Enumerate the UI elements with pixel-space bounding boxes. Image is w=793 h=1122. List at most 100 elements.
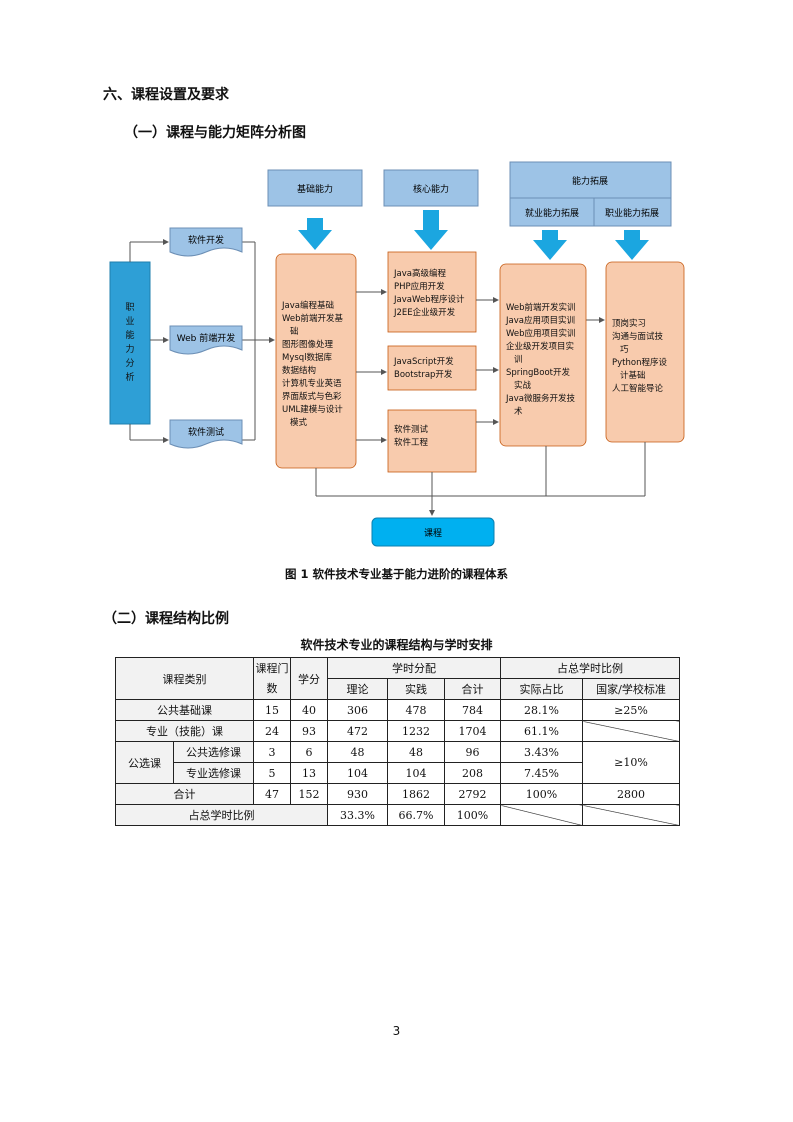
header-count-text: 课程门数 [255,661,289,695]
cell-standard: 2800 [582,783,680,805]
employment-course: 实战 [514,380,532,391]
core-course: Java高级编程 [393,268,446,279]
core-course: JavaWeb程序设计 [393,294,465,305]
core-course: J2EE企业级开发 [393,307,456,318]
header-ratio: 占总学时比例 [500,657,680,679]
career-course: 巧 [620,345,629,355]
doc-box-software-testing [169,419,243,449]
doc-box-web-frontend [169,325,243,355]
career-header [593,197,672,227]
basic-course: Java编程基础 [281,300,334,311]
core-course: Bootstrap开发 [394,369,453,380]
cell-actual: 7.45% [500,762,583,784]
cell-theory: 306 [327,699,388,721]
basic-course: UML建模与设计 [282,404,343,415]
cell-count: 24 [253,720,291,742]
career-course: Python程序设 [612,357,667,368]
cell-credits: 13 [290,762,328,784]
cell-standard-empty [582,720,680,742]
employment-label: 就业能力拓展 [525,207,579,219]
row-label: 专业（技能）课 [115,720,254,742]
table-title: 软件技术专业的课程结构与学时安排 [300,638,493,652]
table-row: 公选课 公共选修课 3 6 48 48 96 3.43% ≥10% [115,741,680,784]
row-label: 合计 [115,783,254,805]
cell-credits: 152 [290,783,328,805]
subsection-title-structure: （二）课程结构比例 [103,611,229,627]
header-standard: 国家/学校标准 [582,678,680,700]
page-number: 3 [392,1024,401,1038]
core-ability-header [383,169,479,207]
cell-standard: ≥10% [582,741,680,784]
core-course: 软件测试 [394,424,429,435]
table-row: 占总学时比例 33.3% 66.7% 100% [115,804,680,826]
figure-caption: 图 1 软件技术专业基于能力进阶的课程体系 [284,567,508,581]
header-practice: 实践 [387,678,445,700]
header-category: 课程类别 [115,657,254,700]
employment-course: Web前端开发实训 [506,302,576,313]
core-course: JavaScript开发 [393,356,454,367]
table-header-row: 课程类别 课程门数 学分 学时分配 占总学时比例 [115,657,680,700]
basic-course: 图形图像处理 [282,339,334,350]
cell-practice: 1862 [387,783,445,805]
cell-practice: 48 [387,741,445,763]
cell-standard-empty [582,804,680,826]
employment-courses-box [499,263,587,447]
career-course: 沟通与面试技 [612,331,664,342]
header-hours: 学时分配 [327,657,501,679]
career-analysis-char: 析 [125,371,134,383]
cell-actual: 61.1% [500,720,583,742]
header-count: 课程门数 [253,657,291,700]
cell-actual: 100% [500,783,583,805]
cell-credits: 6 [290,741,328,763]
cell-theory: 472 [327,720,388,742]
header-total: 合计 [444,678,501,700]
ability-extension-header [509,161,672,199]
down-arrow-icon [533,230,567,260]
down-arrows [298,210,649,260]
career-course: 计基础 [620,370,646,381]
subsection-title-matrix: （一）课程与能力矩阵分析图 [124,125,306,141]
core-course: 软件工程 [394,437,429,448]
row-group-label: 公选课 [115,741,174,784]
cell-theory: 930 [327,783,388,805]
cell-total: 96 [444,741,501,763]
career-analysis-char: 职 [125,302,134,313]
header-credits: 学分 [290,657,328,700]
section-title: 六、课程设置及要求 [103,87,229,103]
cell-theory: 48 [327,741,388,763]
career-courses-box [605,261,685,443]
cell-practice: 104 [387,762,445,784]
cell-theory: 104 [327,762,388,784]
cell-count: 3 [253,741,291,763]
basic-course: 础 [290,326,299,337]
basic-course: Web前端开发基 [282,313,344,324]
career-analysis-char: 分 [125,358,134,369]
cell-practice: 1232 [387,720,445,742]
basic-course: Mysql数据库 [282,352,333,363]
career-label: 职业能力拓展 [605,207,659,219]
cell-total: 784 [444,699,501,721]
table-row: 公共基础课 15 40 306 478 784 28.1% ≥25% [115,699,680,721]
doc-box-software-dev [169,227,243,257]
table-subheader-row: 理论 实践 合计 实际占比 国家/学校标准 [116,678,680,700]
core-course: PHP应用开发 [394,281,445,292]
doc-label: Web 前端开发 [177,332,235,344]
cell-credits: 40 [290,699,328,721]
cell-count: 47 [253,783,291,805]
career-analysis-char: 力 [125,343,134,355]
basic-course: 数据结构 [282,365,316,376]
career-analysis-char: 能 [125,329,134,341]
row-label: 占总学时比例 [115,804,328,826]
course-ability-diagram: 基础能力 核心能力 能力拓展 就业能力拓展 职业能力拓展 职 业 能 力 分 析 [109,161,685,547]
basic-ability-header [267,169,363,207]
cell-theory: 33.3% [327,804,388,826]
basic-course: 界面版式与色彩 [282,391,342,402]
cell-count: 5 [253,762,291,784]
cell-actual: 3.43% [500,741,583,763]
core-group-3 [387,409,477,473]
core-ability-label: 核心能力 [413,183,449,195]
cell-count: 15 [253,699,291,721]
table-row: 合计 47 152 930 1862 2792 100% 2800 [115,783,680,805]
cell-standard: ≥25% [582,699,680,721]
cell-actual-empty [500,804,583,826]
